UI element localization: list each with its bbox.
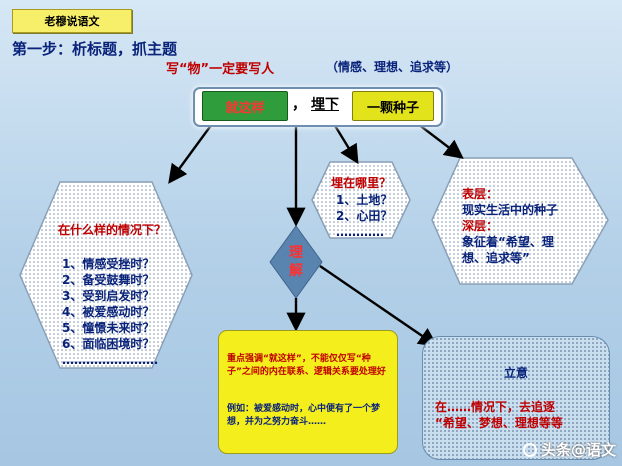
theme-line-1: 在……情况下，去追逐 [435, 400, 556, 414]
list-item: 6、面临困境时？ [62, 337, 155, 351]
diamond-label: 理 解 [289, 244, 303, 280]
emphasis-text: 重点强调“就这样”，不能仅仅写“种子”之间的内在联系、逻辑关系要处理好 [227, 354, 386, 377]
middle-hexagon [311, 161, 411, 239]
diamond-line2: 解 [289, 263, 303, 279]
list-item: …………………… [62, 353, 158, 367]
hint-blue: （情感、理想、追求等） [326, 60, 459, 74]
arrow-to-left-hex [168, 123, 213, 184]
surface-text: 现实生活中的种子 [462, 203, 559, 217]
step-heading: 第一步：析标题，抓主题 [12, 40, 178, 58]
arrow-to-right-hex [417, 123, 464, 159]
middle-hex-list: 1、土地？ 2、心田？ ………… [336, 192, 392, 240]
watermark: 头条@语文 [522, 439, 616, 460]
title-right-box: 一颗种子 [352, 91, 434, 121]
list-item: ………… [336, 225, 384, 239]
middle-hex-heading: 埋在哪里？ [331, 176, 392, 190]
right-hexagon [431, 157, 609, 285]
hint-red: 写“物”一定要写人 [166, 62, 275, 77]
deep-label: 深层： [462, 219, 499, 233]
emphasis-box: 重点强调“就这样”，不能仅仅写“种子”之间的内在联系、逻辑关系要处理好 例如：被… [218, 330, 398, 454]
list-item: 5、憧憬未来时？ [62, 321, 155, 335]
list-item: 2、备受鼓舞时？ [62, 273, 155, 287]
list-item: 1、情感受挫时？ [62, 257, 155, 271]
right-hex-text: 表层： 现实生活中的种子 深层： 象征着“希望、理 想、追求等” [462, 186, 558, 266]
theme-line-2: “希望、梦想、理想等等 [435, 416, 563, 430]
author-tag: 老穆说语文 [12, 9, 132, 33]
diamond-line1: 理 [289, 245, 303, 261]
left-hex-heading: 在什么样的情况下？ [58, 223, 167, 237]
left-hexagon [19, 181, 193, 369]
deep-text-1: 象征着“希望、理 [462, 235, 554, 249]
surface-label: 表层： [462, 187, 499, 201]
example-text: 例如：被爱感动时，心中便有了一个梦想，并为之努力奋斗…… [227, 404, 381, 427]
watermark-logo-icon [522, 442, 537, 457]
left-hex-list: 1、情感受挫时？ 2、备受鼓舞时？ 3、受到启发时？ 4、被爱感动时？ 5、憧憬… [62, 256, 158, 368]
list-item: 4、被爱感动时？ [62, 305, 155, 319]
deep-text-2: 想、追求等” [462, 251, 530, 265]
watermark-text: 头条@语文 [540, 441, 616, 459]
title-comma: ， [292, 97, 306, 113]
arrow-to-middle-hex [332, 123, 359, 165]
list-item: 3、受到启发时？ [62, 289, 155, 303]
theme-title: 立意 [503, 366, 528, 380]
list-item: 2、心田？ [336, 209, 393, 223]
theme-box: 立意 在……情况下，去追逐 “希望、梦想、理想等等 [422, 336, 610, 460]
title-bury: 埋下 [311, 97, 339, 113]
list-item: 1、土地？ [336, 193, 393, 207]
arrow-to-blue-box [319, 265, 438, 347]
title-left-box: 就这样 [202, 91, 288, 121]
